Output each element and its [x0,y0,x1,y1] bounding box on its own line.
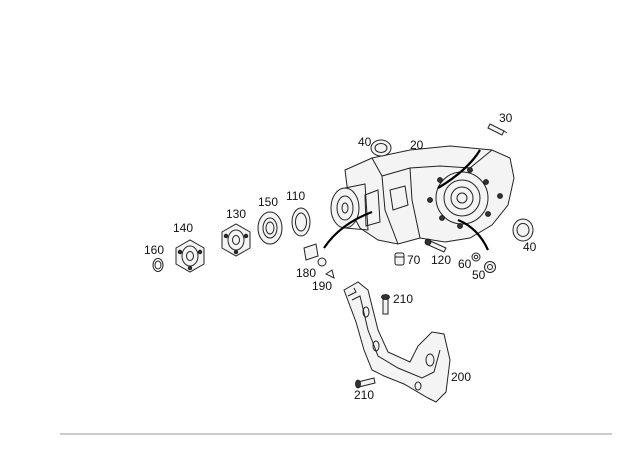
sensor-part-180 [303,243,327,267]
label-70: 70 [407,253,421,267]
leader-lines [323,149,490,251]
label-160: 160 [144,243,164,257]
label-210-upper: 210 [393,292,413,306]
plug-part-70 [394,252,405,266]
bolt-part-210-upper [381,294,390,315]
label-210-lower: 210 [354,388,374,402]
flange-part-130 [221,223,251,257]
label-150: 150 [258,195,278,209]
label-50: 50 [472,268,486,282]
ring-part-110 [291,207,311,237]
label-110: 110 [286,189,305,203]
label-130: 130 [226,207,246,221]
label-120: 120 [431,253,451,267]
seal-part-40-top [370,139,392,157]
label-60: 60 [458,257,472,271]
seal-part-150 [257,211,283,245]
label-140: 140 [173,221,193,235]
label-20: 20 [410,138,424,152]
label-190: 190 [312,279,332,293]
pin-part-30 [487,123,508,136]
washer-part-60 [471,252,481,262]
flange-part-140 [175,239,205,273]
bracket-part-200 [343,281,451,403]
label-40-right: 40 [523,240,537,254]
label-200: 200 [451,370,471,384]
bolt-part-120 [424,238,447,253]
label-180: 180 [296,266,316,280]
plug-part-50 [484,261,496,273]
label-40-top: 40 [358,135,372,149]
bolt-part-210-lower [355,377,376,389]
label-30: 30 [499,111,513,125]
clip-part-190 [325,269,335,279]
seal-part-40-right [512,218,534,242]
ring-part-160 [152,258,164,272]
housing-part-20 [344,145,515,245]
front-output-flange [330,183,369,231]
